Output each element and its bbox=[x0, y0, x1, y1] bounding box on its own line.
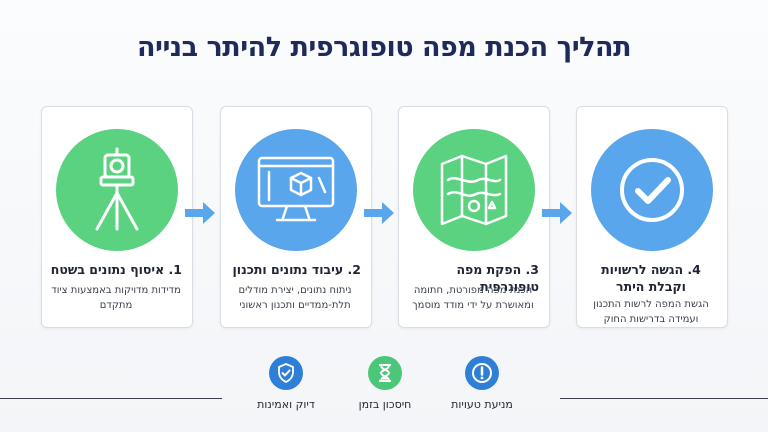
feature-accuracy-reliability: דיוק ואמינות bbox=[236, 356, 336, 411]
divider-left bbox=[0, 398, 222, 399]
step-1-description: מדידות מדויקות באמצעות ציוד מתקדם bbox=[51, 285, 181, 311]
checkmark-icon bbox=[620, 158, 684, 222]
hourglass-icon bbox=[368, 356, 402, 390]
shield-check-icon bbox=[269, 356, 303, 390]
arrow-right-icon bbox=[364, 202, 394, 224]
feature-label: דיוק ואמינות bbox=[257, 398, 315, 411]
step-3-icon-circle bbox=[413, 129, 535, 251]
feature-error-prevention: מניעת טעויות bbox=[432, 356, 532, 411]
step-2-description: ניתוח נתונים, יצירת מודלים תלת-ממדיים ות… bbox=[238, 285, 352, 311]
step-card-3: 3. הפקת מפה טופוגרפית הכנת מפה מפורטת, ח… bbox=[398, 106, 550, 328]
total-station-tripod-icon bbox=[95, 147, 139, 231]
step-1-icon-circle bbox=[56, 129, 178, 251]
feature-label: חיסכון בזמן bbox=[358, 398, 412, 411]
step-4-description: הגשת המפה לרשות התכנון ועמידה בדרישות הח… bbox=[593, 299, 709, 325]
folded-map-icon bbox=[440, 154, 508, 226]
step-3-description: הכנת מפה מפורטת, חתומה ומאושרת על ידי מו… bbox=[412, 285, 534, 311]
feature-time-saving: חיסכון בזמן bbox=[335, 356, 435, 411]
step-2-icon-circle bbox=[235, 129, 357, 251]
step-card-2: 2. עיבוד נתונים ותכנון ניתוח נתונים, יצי… bbox=[220, 106, 372, 328]
exclamation-icon bbox=[465, 356, 499, 390]
step-2-title: 2. עיבוד נתונים ותכנון bbox=[232, 262, 361, 277]
page-title: תהליך הכנת מפה טופוגרפית להיתר בנייה bbox=[136, 32, 632, 63]
step-3-title: 3. הפקת מפה טופוגרפית bbox=[456, 262, 539, 294]
divider-right bbox=[560, 398, 768, 399]
feature-label: מניעת טעויות bbox=[451, 398, 513, 411]
step-card-4: 4. הגשה לרשויות וקבלת היתר הגשת המפה לרש… bbox=[576, 106, 728, 328]
step-4-icon-circle bbox=[591, 129, 713, 251]
step-4-title: 4. הגשה לרשויות וקבלת היתר bbox=[601, 262, 701, 294]
arrow-right-icon bbox=[542, 202, 572, 224]
step-card-1: 1. איסוף נתונים בשטח מדידות מדויקות באמצ… bbox=[41, 106, 193, 328]
arrow-right-icon bbox=[185, 202, 215, 224]
step-1-title: 1. איסוף נתונים בשטח bbox=[50, 262, 182, 277]
computer-3d-model-icon bbox=[257, 156, 335, 222]
